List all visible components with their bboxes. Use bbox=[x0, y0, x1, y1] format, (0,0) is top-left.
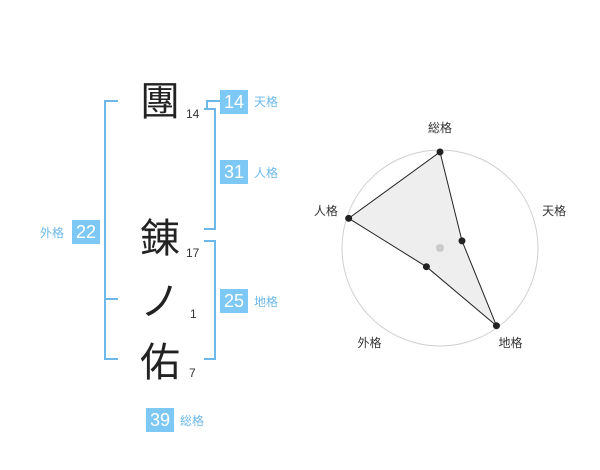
gaikaku-bracket-mid bbox=[104, 298, 118, 300]
stroke-count-4: 7 bbox=[189, 366, 196, 380]
jinkaku-bracket-bottom bbox=[204, 228, 216, 230]
name-char-3: ノ bbox=[140, 279, 180, 325]
jinkaku-badge: 31 bbox=[220, 160, 248, 184]
gaikaku-bracket-bottom bbox=[104, 358, 118, 360]
gaikaku-label: 外格 bbox=[40, 226, 65, 240]
radar-data-area bbox=[347, 151, 497, 327]
chikaku-bracket-top bbox=[204, 240, 216, 242]
soukaku-badge: 39 bbox=[146, 408, 174, 432]
stroke-count-2: 17 bbox=[186, 246, 200, 260]
radar-point-5 bbox=[345, 214, 353, 222]
name-char-1: 團 bbox=[140, 79, 180, 125]
stroke-count-3: 1 bbox=[190, 307, 197, 321]
gaikaku-badge: 22 bbox=[72, 220, 100, 244]
gaikaku-bracket-spine bbox=[104, 100, 106, 360]
jinkaku-label: 人格 bbox=[254, 166, 279, 180]
soukaku-label: 総格 bbox=[180, 414, 205, 428]
radar-point-3 bbox=[492, 322, 500, 330]
chikaku-bracket-bottom bbox=[204, 358, 216, 360]
tenkaku-connector-v bbox=[206, 100, 208, 110]
stroke-count-1: 14 bbox=[186, 107, 200, 121]
radar-axis-label-1: 総格 bbox=[428, 120, 452, 135]
jinkaku-bracket-top bbox=[204, 108, 216, 110]
radar-point-2 bbox=[458, 237, 466, 245]
chikaku-badge: 25 bbox=[220, 289, 248, 313]
radar-axis-label-2: 天格 bbox=[542, 203, 566, 218]
radar-axis-label-3: 地格 bbox=[499, 335, 523, 350]
name-char-2: 錬 bbox=[140, 216, 180, 262]
jinkaku-bracket-spine bbox=[214, 108, 216, 230]
radar-point-1 bbox=[436, 148, 444, 156]
radar-center bbox=[436, 244, 444, 252]
tenkaku-connector-h bbox=[206, 100, 220, 102]
gaikaku-bracket-top bbox=[104, 100, 118, 102]
chikaku-bracket-spine bbox=[214, 240, 216, 360]
radar-point-4 bbox=[422, 263, 430, 271]
tenkaku-label: 天格 bbox=[254, 95, 279, 109]
radar-axis-label-4: 外格 bbox=[357, 335, 381, 350]
tenkaku-badge: 14 bbox=[220, 90, 248, 114]
name-char-4: 佑 bbox=[140, 340, 180, 386]
radar-axis-label-5: 人格 bbox=[314, 203, 338, 218]
chikaku-label: 地格 bbox=[254, 295, 279, 309]
